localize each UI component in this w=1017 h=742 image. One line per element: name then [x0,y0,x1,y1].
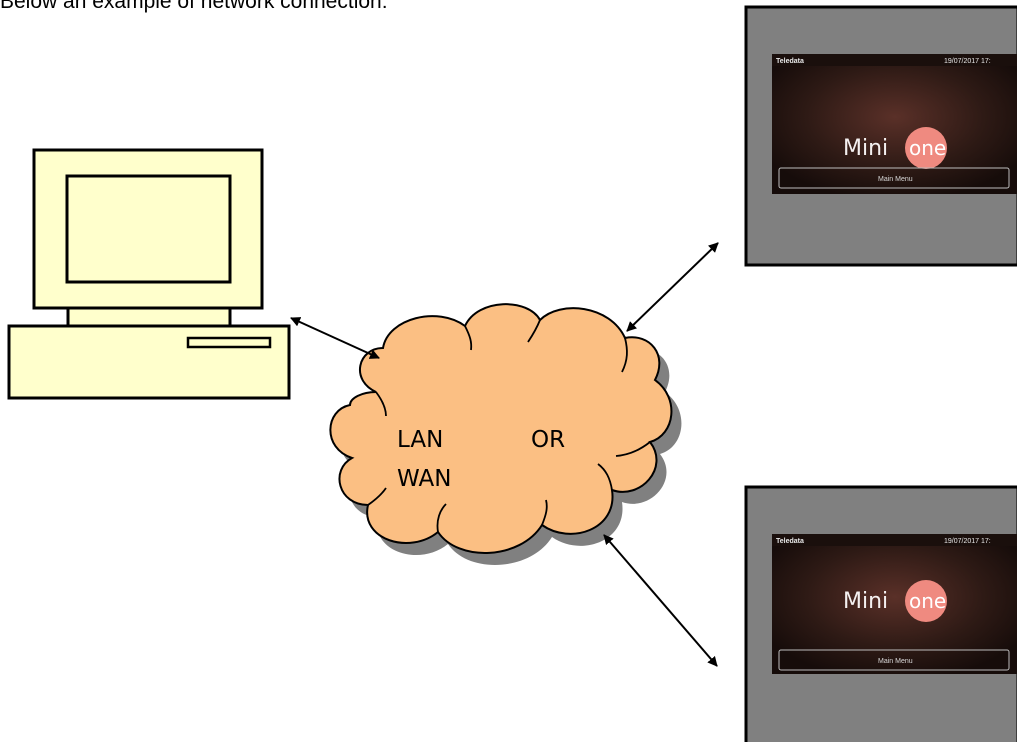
logo-one-text: one [909,589,946,613]
disk-drive-slot [186,336,272,349]
cloud-label-wan: WAN [397,466,451,492]
device-screen [772,534,1017,674]
cloud-shape [329,303,673,554]
screen-title: Teledata [776,538,804,545]
network-cloud: LAN WAN OR [329,303,682,565]
screen-datetime: 19/07/2017 17: [944,58,991,65]
computer-icon [7,148,291,400]
logo-circle [905,127,947,169]
cloud-crease [541,499,548,526]
cloud-crease [375,391,387,417]
cloud-crease [621,337,628,373]
cloud-crease [367,487,387,506]
main-menu-button[interactable] [778,649,1010,671]
cloud-crease [615,441,651,457]
cloud-crease [527,319,541,343]
minione-logo: Mini one [843,580,947,622]
logo-one-text: one [909,136,946,160]
monitor-screen [65,174,232,284]
connection-arrow-computer [290,317,380,359]
monitor-stand [66,306,232,328]
cloud-crease [436,503,447,533]
cloud-crease [464,325,473,351]
cloud-label-lan: LAN [397,427,443,453]
main-menu-button[interactable] [778,167,1010,189]
minione-device: Teledata 19/07/2017 17: Mini one Main Me… [744,5,1017,267]
logo-mini-text: Mini [843,136,888,161]
minione-logo: Mini one [843,127,947,169]
connection-arrow-device-bottom [603,534,718,667]
screen-title: Teledata [776,58,804,65]
logo-mini-text: Mini [843,589,888,614]
screen-header-bar [772,54,1017,66]
cloud-crease [597,463,613,491]
caption: Below an example of network connection: [0,0,388,13]
logo-circle [905,580,947,622]
minione-device: Teledata 19/07/2017 17: Mini one Main Me… [744,485,1017,742]
main-menu-label: Main Menu [878,176,913,183]
screen-datetime: 19/07/2017 17: [944,538,991,545]
main-menu-label: Main Menu [878,658,913,665]
device-screen [772,54,1017,194]
cloud-label-or: OR [531,427,565,453]
screen-header-bar [772,534,1017,546]
connection-arrow-device-top [626,242,719,332]
